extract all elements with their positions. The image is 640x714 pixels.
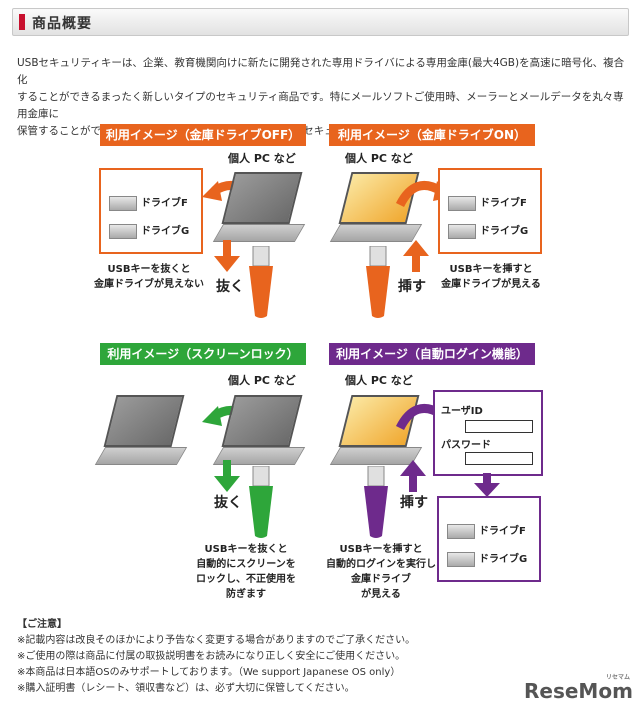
panel-on-label: 利用イメージ（金庫ドライブON） xyxy=(329,124,535,146)
panel-on-action: 挿す xyxy=(398,279,426,295)
section-header: 商品概要 xyxy=(12,8,629,36)
resemom-logo: ReseMom リセマム xyxy=(524,674,633,703)
panel-lock-action: 抜く xyxy=(214,495,242,511)
note-item: ※ご使用の際は商品に付属の取扱説明書をお読みになり正しく安全にご使用ください。 xyxy=(17,651,406,662)
usb-key-icon xyxy=(249,246,273,318)
panel-lock-pc-note: 個人 PC など xyxy=(228,374,296,387)
intro-line: USBセキュリティキーは、企業、教育機関向けに新たに開発された専用ドライバによる… xyxy=(17,57,625,86)
arrow-down-icon xyxy=(214,460,240,492)
arrow-up-icon xyxy=(400,460,426,492)
panel-login-label: 利用イメージ（自動ログイン機能） xyxy=(329,343,535,365)
section-title: 商品概要 xyxy=(32,16,92,32)
drive-icon xyxy=(447,551,475,567)
user-id-label: ユーザID xyxy=(441,406,483,417)
laptop-icon xyxy=(212,172,306,244)
arrow-up-icon xyxy=(403,240,429,272)
drive-g-item: ドライブG xyxy=(448,222,528,239)
note-item: ※本商品は日本語OSのみサポートしております。（We support Japan… xyxy=(17,667,401,678)
intro-line: することができるまったく新しいタイプのセキュリティ商品です。特にメールソフトご使… xyxy=(17,91,624,120)
panel-lock-label: 利用イメージ（スクリーンロック） xyxy=(100,343,306,365)
panel-off-action: 抜く xyxy=(216,279,244,295)
drive-f-item: ドライブF xyxy=(447,522,526,539)
panel-login-pc-note: 個人 PC など xyxy=(345,374,413,387)
drive-f-item: ドライブF xyxy=(448,194,527,211)
panel-login-caption: USBキーを挿すと 自動的ログインを実行し 金庫ドライブ が見える xyxy=(326,544,436,600)
laptop-icon xyxy=(212,395,306,467)
panel-login-action: 挿す xyxy=(400,495,428,511)
user-id-field xyxy=(465,420,533,433)
laptop-locked-icon xyxy=(94,395,188,467)
usb-key-icon xyxy=(364,466,388,538)
usb-key-icon xyxy=(249,466,273,538)
note-item: ※記載内容は改良そのほかにより予告なく変更する場合がありますのでご了承ください。 xyxy=(17,635,416,646)
notes-title: 【ご注意】 xyxy=(17,619,67,630)
panel-lock-caption: USBキーを抜くと 自動的にスクリーンを ロックし、不正使用を 防ぎます xyxy=(196,544,296,600)
panel-on-drive-box: ドライブF ドライブG xyxy=(438,168,542,254)
password-label: パスワード xyxy=(441,440,491,451)
password-field xyxy=(465,452,533,465)
login-form-box: ユーザID パスワード xyxy=(433,390,543,476)
notes-section: 【ご注意】 ※記載内容は改良そのほかにより予告なく変更する場合がありますのでご了… xyxy=(17,617,415,697)
note-item: ※購入証明書（レシート、領収書など）は、必ず大切に保管してください。 xyxy=(17,683,355,694)
drive-icon xyxy=(447,523,475,539)
section-header-bar xyxy=(12,8,629,36)
drive-icon xyxy=(448,223,476,239)
arrow-down-icon xyxy=(214,240,240,272)
drive-icon xyxy=(448,195,476,211)
usb-key-icon xyxy=(366,246,390,318)
drive-g-item: ドライブG xyxy=(447,550,527,567)
panel-off-pc-note: 個人 PC など xyxy=(228,152,296,165)
drive-icon xyxy=(109,195,137,211)
panel-off-label: 利用イメージ（金庫ドライブOFF） xyxy=(100,124,306,146)
section-header-marker xyxy=(19,14,25,30)
panel-off-caption: USBキーを抜くと 金庫ドライブが見えない xyxy=(94,264,204,290)
drive-f-item: ドライブF xyxy=(109,194,188,211)
panel-login-drive-box: ドライブF ドライブG xyxy=(437,496,541,582)
drive-icon xyxy=(109,223,137,239)
panel-off-drive-box: ドライブF ドライブG xyxy=(99,168,203,254)
arrow-down-icon xyxy=(474,473,500,497)
panel-on-pc-note: 個人 PC など xyxy=(345,152,413,165)
panel-on-caption: USBキーを挿すと 金庫ドライブが見える xyxy=(441,264,541,290)
drive-g-item: ドライブG xyxy=(109,222,189,239)
